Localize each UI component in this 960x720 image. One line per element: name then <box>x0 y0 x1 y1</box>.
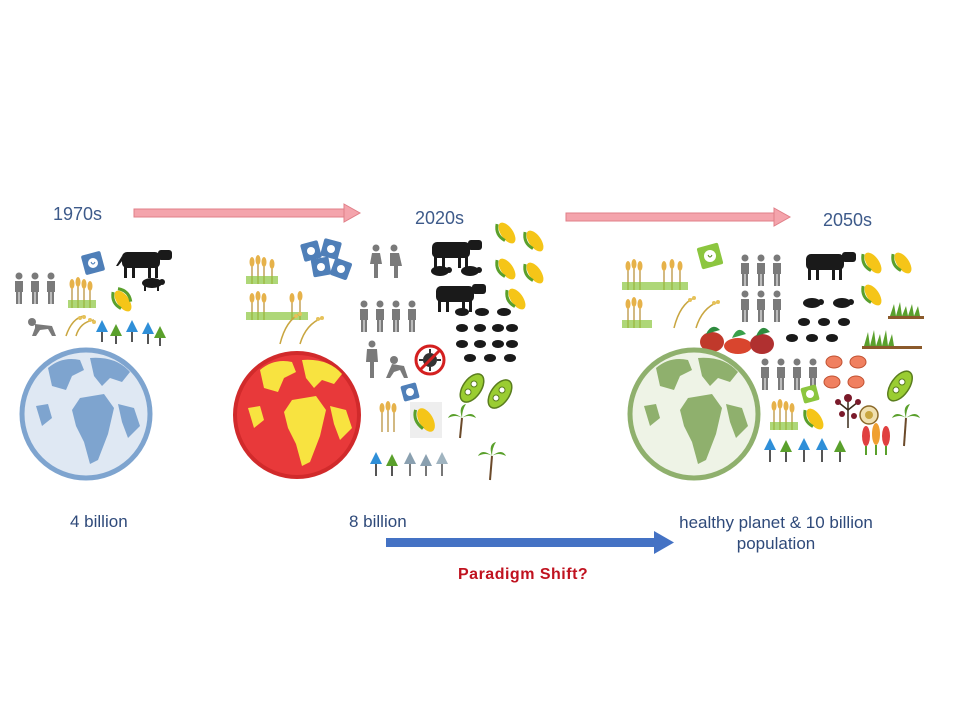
grass-icon <box>862 302 924 349</box>
virus-icon <box>414 344 446 376</box>
globe-2050s <box>627 347 761 481</box>
wheat-icon <box>246 255 308 320</box>
tree-icon <box>764 438 846 462</box>
seed-packet-icon <box>400 382 420 402</box>
cow-icon <box>116 250 172 278</box>
chicken-icon <box>455 308 518 362</box>
palm-tree-icon <box>892 404 920 447</box>
timeline-arrow-1 <box>133 203 362 223</box>
seed-packet-icon <box>300 238 352 280</box>
rice-icon <box>65 315 96 337</box>
chicken-icon <box>786 318 850 342</box>
era-label-1970s: 1970s <box>53 204 103 224</box>
population-label-2050s-line2: population <box>736 534 816 553</box>
quinoa-flower-icon <box>862 423 890 455</box>
seed-packet-icon <box>696 242 724 270</box>
cow-icon <box>806 252 856 280</box>
paradigm-shift-arrow <box>386 531 674 554</box>
seed-packet-icon <box>800 384 820 404</box>
wheat-icon <box>770 399 798 430</box>
people-icon <box>15 272 55 304</box>
cow-icon <box>436 284 486 312</box>
crawling-person-icon <box>28 318 56 336</box>
wheat-icon <box>622 259 688 328</box>
bean-pod-icon <box>887 370 913 402</box>
era-label-2020s: 2020s <box>415 208 465 228</box>
rice-icon <box>673 296 720 329</box>
tree-icon <box>96 320 166 346</box>
population-label-2050s-line1: healthy planet & 10 billion <box>679 513 873 532</box>
people-icon <box>761 358 817 390</box>
corn-icon <box>410 402 442 438</box>
palm-tree-icon <box>448 404 506 481</box>
tree-icon <box>370 452 448 476</box>
grain-bowl-icon <box>859 405 879 425</box>
population-label-2020s: 8 billion <box>349 512 407 531</box>
era-label-2050s: 2050s <box>823 210 873 230</box>
corn-icon <box>861 252 912 306</box>
wheat-icon <box>68 277 96 308</box>
berry-plant-icon <box>835 394 861 428</box>
people-icon <box>741 254 781 286</box>
wheat-icon <box>379 401 397 432</box>
cow-icon <box>432 240 482 268</box>
rice-icon <box>279 312 324 345</box>
corn-icon <box>111 287 133 312</box>
pig-icon <box>142 278 165 291</box>
vegetables-icon <box>700 326 774 354</box>
corn-icon <box>803 408 824 430</box>
pig-icon <box>431 266 482 276</box>
timeline-arrow-2 <box>565 207 792 227</box>
globe-2020s <box>233 351 361 479</box>
bean-pod-icon <box>459 373 513 409</box>
corn-icon <box>495 222 544 310</box>
sick-people-icon <box>370 244 402 278</box>
people-icon <box>741 290 781 322</box>
pig-icon <box>803 298 854 308</box>
globe-1970s <box>19 347 153 481</box>
population-label-2050s: healthy planet & 10 billion population <box>660 512 892 554</box>
population-label-1970s: 4 billion <box>70 512 128 531</box>
insect-food-icon <box>823 355 867 389</box>
paradigm-shift-label: Paradigm Shift? <box>458 566 589 583</box>
seed-packet-icon <box>81 251 105 275</box>
sick-person-icon <box>366 340 408 378</box>
people-icon <box>360 300 416 332</box>
